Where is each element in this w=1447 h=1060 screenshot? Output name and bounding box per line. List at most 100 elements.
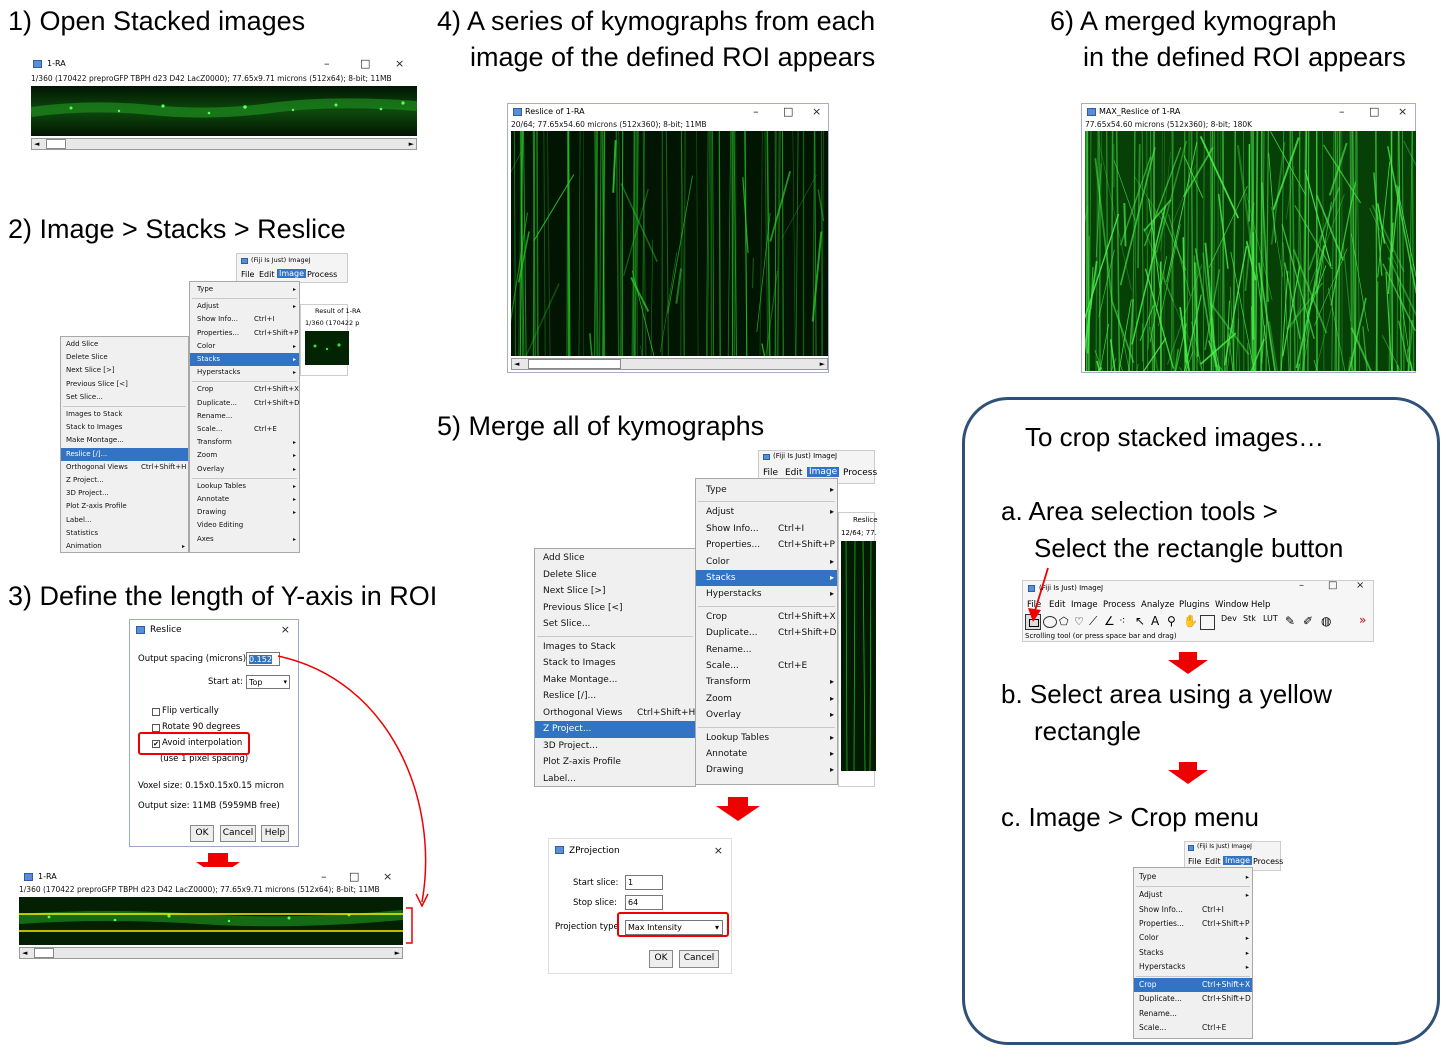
menu-item[interactable]: Type▸ <box>1134 870 1252 884</box>
cancel-button[interactable]: Cancel <box>679 950 719 968</box>
fiji-menu-0[interactable]: File <box>1027 600 1042 610</box>
menu-item[interactable]: Previous Slice [<] <box>61 378 188 391</box>
menu-item[interactable]: Overlay▸ <box>696 707 837 723</box>
menu-item[interactable]: Color▸ <box>1134 931 1252 945</box>
menu-item[interactable]: Properties...Ctrl+Shift+P <box>190 327 299 340</box>
text-tool-icon[interactable]: A <box>1151 614 1160 628</box>
menu-item[interactable]: Overlay▸ <box>190 463 299 476</box>
fiji-menu-6[interactable]: Window <box>1215 600 1249 610</box>
menu-item[interactable]: Scale...Ctrl+E <box>696 658 837 674</box>
menu-item[interactable]: Images to Stack <box>535 639 695 656</box>
polygon-tool-icon[interactable]: ⬠ <box>1059 615 1069 628</box>
menu-item[interactable]: Axes▸ <box>190 533 299 546</box>
menu-item[interactable]: Set Slice... <box>535 616 695 633</box>
menu-item[interactable]: Rename... <box>696 642 837 658</box>
wand-tool-icon[interactable]: ↖ <box>1135 614 1146 628</box>
fiji-menu-4[interactable]: Analyze <box>1141 600 1175 610</box>
ok-button[interactable]: OK <box>190 825 214 842</box>
developer-menu-icon[interactable]: Dev <box>1221 614 1237 623</box>
menu-process[interactable]: Process <box>843 468 878 478</box>
fiji-menu-7[interactable]: Help <box>1251 600 1271 610</box>
menu-edit[interactable]: Edit <box>785 468 803 478</box>
menu-item[interactable]: Hyperstacks▸ <box>1134 960 1252 974</box>
scroll-right-arrow[interactable]: ► <box>819 360 825 368</box>
minimize-button[interactable]: – <box>321 870 327 883</box>
menu-item[interactable]: Adjust▸ <box>190 300 299 313</box>
menu-item[interactable]: Drawing▸ <box>190 506 299 519</box>
lut-menu-icon[interactable]: LUT <box>1263 614 1278 623</box>
scroll-thumb[interactable] <box>528 359 621 369</box>
freehand-tool-icon[interactable]: ♡ <box>1074 615 1084 628</box>
scroll-left-arrow[interactable]: ◄ <box>34 140 40 148</box>
flood-fill-tool-icon[interactable]: ◍ <box>1321 614 1332 628</box>
avoid-interpolation-checkbox[interactable]: ✔ <box>152 740 160 748</box>
pencil-tool-icon[interactable]: ✐ <box>1303 614 1314 628</box>
menu-item[interactable]: Stacks▸ <box>696 570 837 587</box>
scroll-right-arrow[interactable]: ► <box>408 140 414 148</box>
fiji-menu-5[interactable]: Plugins <box>1179 600 1210 610</box>
scroll-left-arrow[interactable]: ◄ <box>514 360 520 368</box>
rotate-checkbox[interactable] <box>152 724 160 732</box>
menu-item[interactable]: Stacks▸ <box>190 353 299 367</box>
menu-item[interactable]: Type▸ <box>696 482 837 498</box>
point-tool-icon[interactable]: ⁖ <box>1119 614 1126 627</box>
minimize-button[interactable]: – <box>753 105 759 118</box>
menu-item[interactable]: Next Slice [>] <box>535 583 695 600</box>
stack-tools-icon[interactable]: Stk <box>1243 614 1256 623</box>
menu-item[interactable]: 3D Project... <box>535 738 695 755</box>
menu-item[interactable]: Previous Slice [<] <box>535 600 695 617</box>
scroll-right-arrow[interactable]: ► <box>394 949 400 957</box>
menu-item[interactable]: Hyperstacks▸ <box>190 366 299 379</box>
horizontal-scrollbar[interactable]: ◄ ► <box>511 358 828 370</box>
menu-image-selected[interactable]: Image <box>807 467 840 477</box>
menu-item[interactable]: Z Project... <box>61 474 188 487</box>
menu-item[interactable]: Reslice [/]... <box>535 688 695 705</box>
fiji-menu-2[interactable]: Image <box>1071 600 1098 610</box>
menu-item[interactable]: Properties...Ctrl+Shift+P <box>696 537 837 553</box>
menu-item[interactable]: 3D Project... <box>61 487 188 500</box>
menu-item[interactable]: Lookup Tables▸ <box>696 730 837 746</box>
menu-item[interactable]: Label... <box>61 514 188 527</box>
maximize-button[interactable]: □ <box>360 57 371 70</box>
close-button[interactable]: × <box>713 844 723 857</box>
menu-item[interactable]: Z Project... <box>535 721 695 738</box>
menu-item[interactable]: Duplicate...Ctrl+Shift+D <box>190 397 300 410</box>
horizontal-scrollbar[interactable]: ◄ ► <box>31 138 417 150</box>
menu-item[interactable]: Stack to Images <box>535 655 695 672</box>
menu-item[interactable]: Scale...Ctrl+E <box>1134 1021 1252 1035</box>
menu-item[interactable]: Rename... <box>1134 1007 1252 1021</box>
horizontal-scrollbar[interactable]: ◄ ► <box>19 947 403 959</box>
menu-file[interactable]: File <box>1188 857 1202 866</box>
magnifier-tool-icon[interactable]: ⚲ <box>1167 614 1176 628</box>
menu-item[interactable]: Color▸ <box>190 340 299 353</box>
minimize-button[interactable]: – <box>1339 105 1345 118</box>
menu-item[interactable]: Delete Slice <box>61 351 188 364</box>
menu-item[interactable]: Annotate▸ <box>190 493 299 506</box>
menu-item[interactable]: Drawing▸ <box>696 762 837 778</box>
menu-process[interactable]: Process <box>307 270 338 279</box>
menu-image-selected[interactable]: Image <box>1223 856 1253 865</box>
close-button[interactable]: × <box>383 870 393 883</box>
menu-item[interactable]: Add Slice <box>61 338 188 351</box>
menu-item[interactable]: Duplicate...Ctrl+Shift+D <box>696 625 837 641</box>
menu-item[interactable]: Zoom▸ <box>190 449 299 462</box>
menu-item[interactable]: Hyperstacks▸ <box>696 586 837 602</box>
maximize-button[interactable]: □ <box>349 870 360 883</box>
menu-item[interactable]: Add Slice <box>535 550 695 567</box>
flip-checkbox[interactable] <box>152 708 160 716</box>
menu-item[interactable]: Animation▸ <box>61 540 188 553</box>
menu-image-selected[interactable]: Image <box>277 269 307 278</box>
angle-tool-icon[interactable]: ∠ <box>1104 614 1115 628</box>
menu-item[interactable]: Video Editing <box>190 519 299 532</box>
dropper-tool-icon[interactable] <box>1200 615 1215 630</box>
stop-slice-input[interactable]: 64 <box>625 895 663 910</box>
line-tool-icon[interactable]: ⟋ <box>1089 614 1098 628</box>
menu-item[interactable]: Scale...Ctrl+E <box>190 423 299 436</box>
menu-item[interactable]: Delete Slice <box>535 567 695 584</box>
menu-item[interactable]: Adjust▸ <box>696 504 837 520</box>
more-tools-icon[interactable]: » <box>1359 613 1367 627</box>
